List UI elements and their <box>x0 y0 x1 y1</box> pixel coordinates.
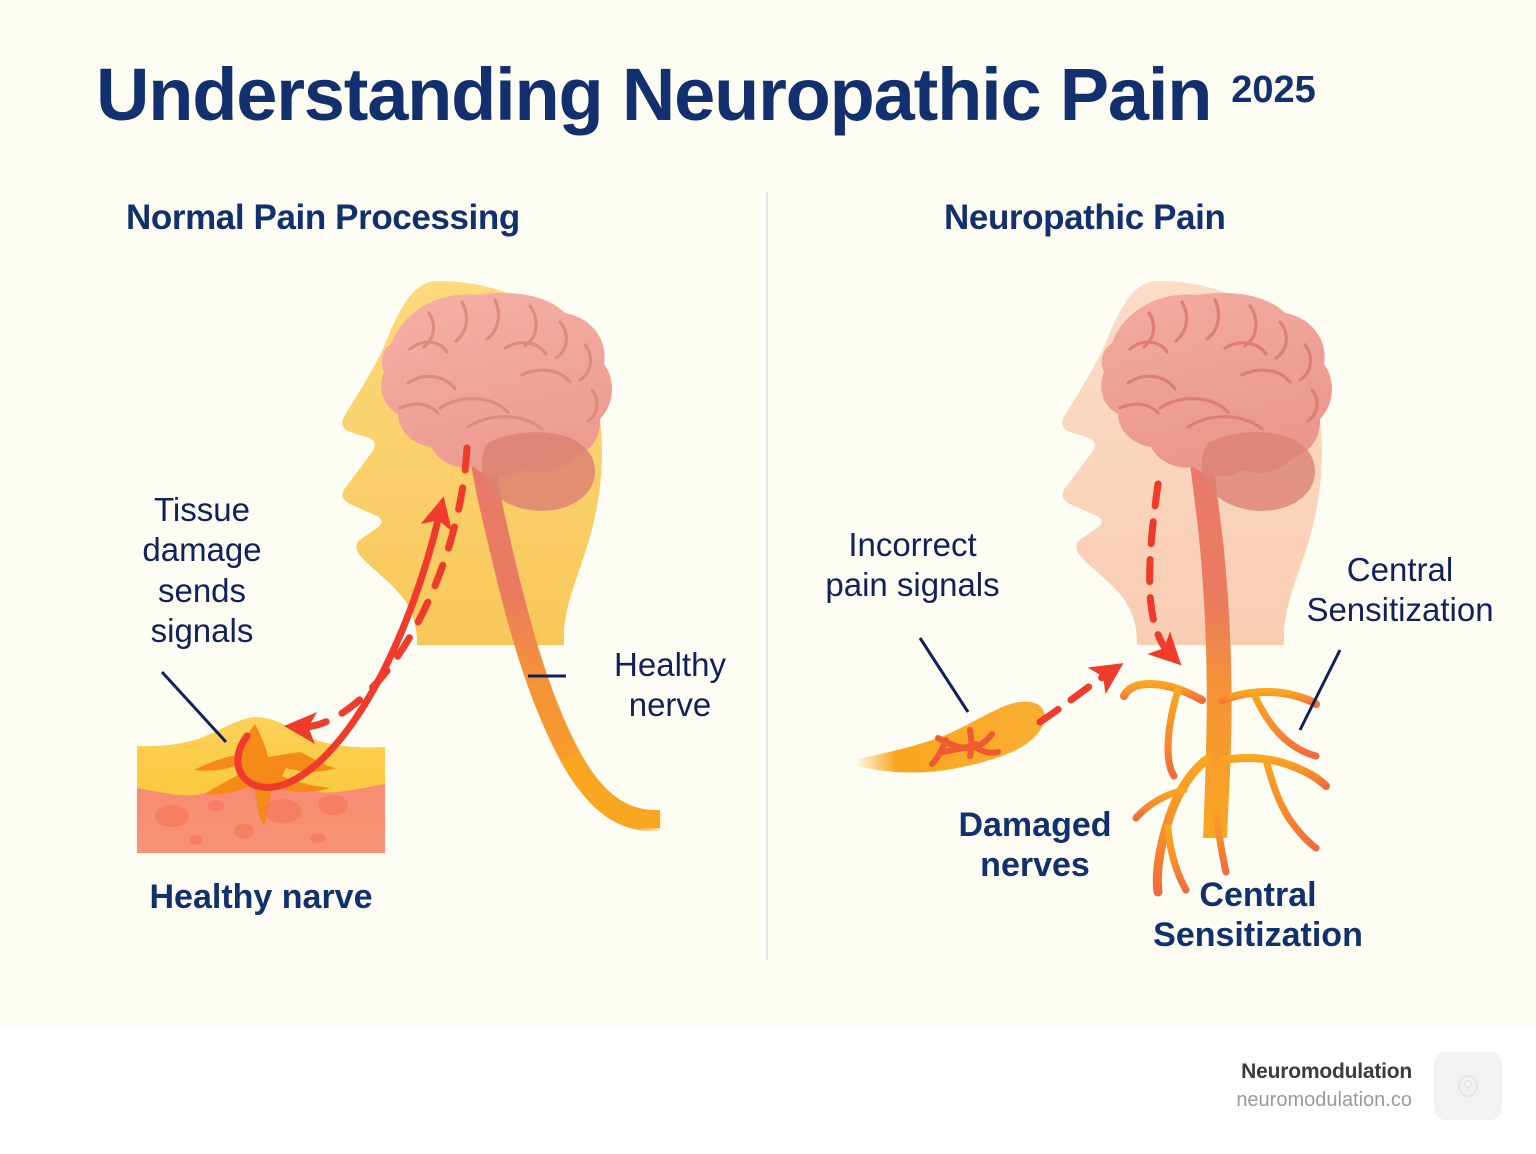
footer-url[interactable]: neuromodulation.co <box>1236 1088 1412 1111</box>
panel-heading-normal-pain-processing: Normal Pain Processing <box>126 198 520 237</box>
footer-logo <box>1434 1052 1502 1120</box>
footer-brand-name: Neuromodulation <box>1241 1060 1412 1084</box>
page-title-year: 2025 <box>1231 69 1316 111</box>
caption-damaged-nerves: Damaged nerves <box>958 806 1112 885</box>
brain-logo-icon <box>1458 1075 1478 1097</box>
footer-text-group: Neuromodulation neuromodulation.co <box>1236 1058 1412 1113</box>
panel-divider <box>766 192 768 960</box>
annotation-tissue-damage: Tissue damage sends signals <box>142 491 262 649</box>
page-title: Understanding Neuropathic Pain 2025 <box>96 58 1316 132</box>
caption-healthy-nerve: Healthy narve <box>149 878 373 916</box>
caption-central-sensitization: Central Sensitization <box>1153 876 1363 955</box>
annotation-incorrect-pain-signals: Incorrect pain signals <box>825 526 1000 604</box>
page-title-text: Understanding Neuropathic Pain <box>96 53 1212 136</box>
annotation-central-sensitization: Central Sensitization <box>1306 551 1494 629</box>
panel-heading-neuropathic-pain: Neuropathic Pain <box>944 198 1226 237</box>
annotation-healthy-nerve: Healthy nerve <box>614 646 726 724</box>
footer-branding: Neuromodulation neuromodulation.co <box>1236 1052 1502 1120</box>
